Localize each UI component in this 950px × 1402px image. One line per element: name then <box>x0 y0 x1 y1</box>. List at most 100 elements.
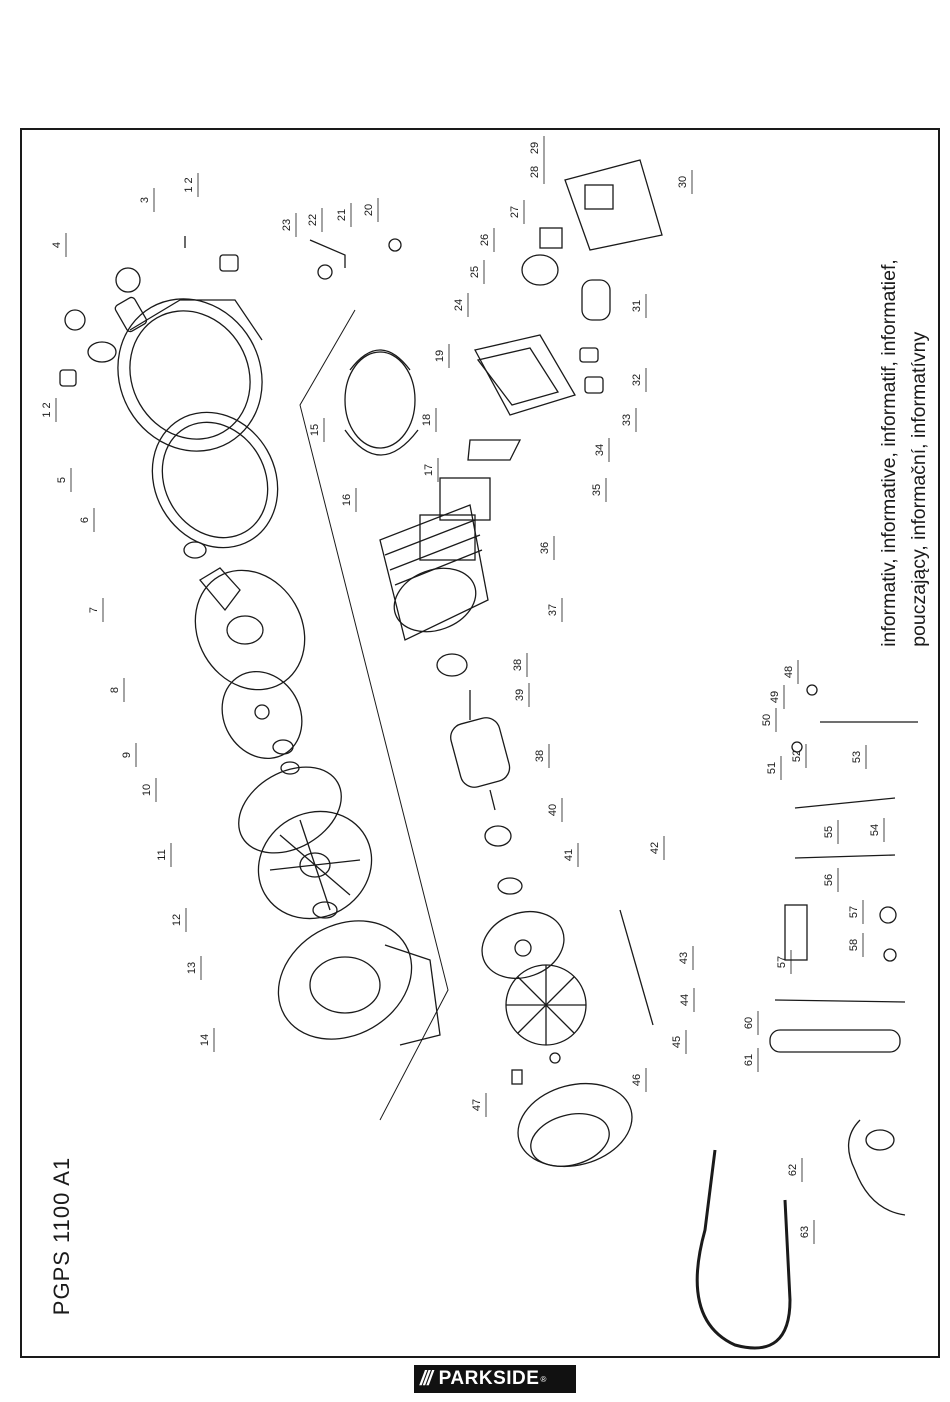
svg-text:1 2: 1 2 <box>41 402 53 417</box>
caption-line: informativ, informative, informatif, inf… <box>878 259 900 647</box>
svg-text:1 2: 1 2 <box>183 177 195 192</box>
rotor-drawing <box>450 690 511 811</box>
part-label-48: 48 <box>783 660 799 684</box>
part-label-31: 31 <box>631 294 647 318</box>
svg-text:18: 18 <box>421 414 433 426</box>
part-label-34: 34 <box>594 438 610 462</box>
svg-text:52: 52 <box>791 750 803 762</box>
part-label-56: 56 <box>823 868 839 892</box>
part-label-61: 61 <box>743 1048 759 1072</box>
svg-text:36: 36 <box>539 542 551 554</box>
svg-text:34: 34 <box>594 444 606 456</box>
model-number: PGPS 1100 A1 <box>49 1156 74 1316</box>
o-ring-drawing <box>183 541 207 559</box>
adapter-drawing <box>848 1119 906 1216</box>
part-label-46: 46 <box>631 1068 647 1092</box>
part-label-10: 10 <box>141 778 157 802</box>
part-label-1-2-a: 1 2 <box>41 398 57 422</box>
part-label-28: 28 <box>529 160 545 184</box>
part-label-57b: 57 <box>848 900 864 924</box>
part-label-26: 26 <box>479 228 495 252</box>
part-label-19: 19 <box>434 344 450 368</box>
part-label-21: 21 <box>336 203 352 227</box>
part-label-20: 20 <box>363 198 379 222</box>
part-label-7: 7 <box>88 598 104 622</box>
part-label-47: 47 <box>471 1093 487 1117</box>
part-label-51: 51 <box>766 756 782 780</box>
svg-text:3: 3 <box>139 197 151 203</box>
svg-text:31: 31 <box>631 300 643 312</box>
gasket-drawing <box>439 477 491 521</box>
part-label-54: 54 <box>869 818 885 842</box>
terminal-box-drawing <box>467 334 576 461</box>
svg-text:7: 7 <box>88 607 100 613</box>
part-label-12: 12 <box>171 908 187 932</box>
svg-text:32: 32 <box>631 374 643 386</box>
part-label-63: 63 <box>799 1220 815 1244</box>
svg-text:46: 46 <box>631 1074 643 1086</box>
part-label-18: 18 <box>421 408 437 432</box>
svg-text:37: 37 <box>547 604 559 616</box>
svg-text:35: 35 <box>591 484 603 496</box>
parkside-logo-icon: /// PARKSIDE ® <box>414 1365 576 1393</box>
svg-text:10: 10 <box>141 784 153 796</box>
part-label-27: 27 <box>509 200 525 224</box>
part-label-15: 15 <box>309 418 325 442</box>
part-label-3: 3 <box>139 188 155 212</box>
part-label-38-a: 38 <box>512 653 528 677</box>
part-label-9: 9 <box>121 743 137 767</box>
svg-text:19: 19 <box>434 350 446 362</box>
part-label-57: 57 <box>776 950 792 974</box>
svg-text:11: 11 <box>156 849 168 860</box>
svg-text:27: 27 <box>509 206 521 218</box>
svg-text:24: 24 <box>453 299 465 311</box>
pump-housing-drawing <box>59 236 263 452</box>
svg-text:38: 38 <box>534 750 546 762</box>
part-label-37: 37 <box>547 598 563 622</box>
svg-text:30: 30 <box>677 176 689 188</box>
svg-text:16: 16 <box>341 494 353 506</box>
svg-text:40: 40 <box>547 804 559 816</box>
svg-text:33: 33 <box>621 414 633 426</box>
part-label-4: 4 <box>51 233 67 257</box>
fan-cover-drawing <box>517 1082 633 1168</box>
svg-text:48: 48 <box>783 666 795 678</box>
part-label-42: 42 <box>649 836 665 860</box>
end-shield-drawing <box>481 911 565 979</box>
svg-text:45: 45 <box>671 1036 683 1048</box>
part-label-38-b: 38 <box>534 744 550 768</box>
svg-text:26: 26 <box>479 234 491 246</box>
part-label-17: 17 <box>423 458 439 482</box>
part-label-58: 58 <box>848 933 864 957</box>
svg-text:28: 28 <box>529 166 541 178</box>
svg-text:14: 14 <box>199 1034 211 1046</box>
part-label-53: 53 <box>851 745 867 769</box>
svg-text:41: 41 <box>563 849 575 861</box>
part-label-55: 55 <box>823 820 839 844</box>
svg-text:39: 39 <box>514 689 526 701</box>
part-label-13: 13 <box>186 956 202 980</box>
svg-text:8: 8 <box>109 687 121 693</box>
informative-caption: informativ, informative, informatif, inf… <box>874 259 934 647</box>
svg-text:60: 60 <box>743 1017 755 1029</box>
svg-text:55: 55 <box>823 826 835 838</box>
part-label-62: 62 <box>787 1158 803 1182</box>
part-label-32: 32 <box>631 368 647 392</box>
part-label-52: 52 <box>791 744 807 768</box>
motor-flange-drawing <box>277 920 441 1046</box>
diffuser-drawing <box>194 567 306 691</box>
part-label-29: 29 <box>529 136 545 160</box>
svg-text:17: 17 <box>423 464 435 476</box>
svg-text:56: 56 <box>823 874 835 886</box>
diagram-frame <box>20 128 940 1358</box>
hose-drawing <box>695 1149 792 1350</box>
svg-text:62: 62 <box>787 1164 799 1176</box>
svg-text:49: 49 <box>769 691 781 703</box>
svg-text:44: 44 <box>679 994 691 1006</box>
part-label-22: 22 <box>307 208 323 232</box>
stator-cover-drawing <box>344 349 419 456</box>
part-label-41: 41 <box>563 843 579 867</box>
svg-text:25: 25 <box>469 266 481 278</box>
svg-text:51: 51 <box>766 762 778 774</box>
part-label-36: 36 <box>539 536 555 560</box>
